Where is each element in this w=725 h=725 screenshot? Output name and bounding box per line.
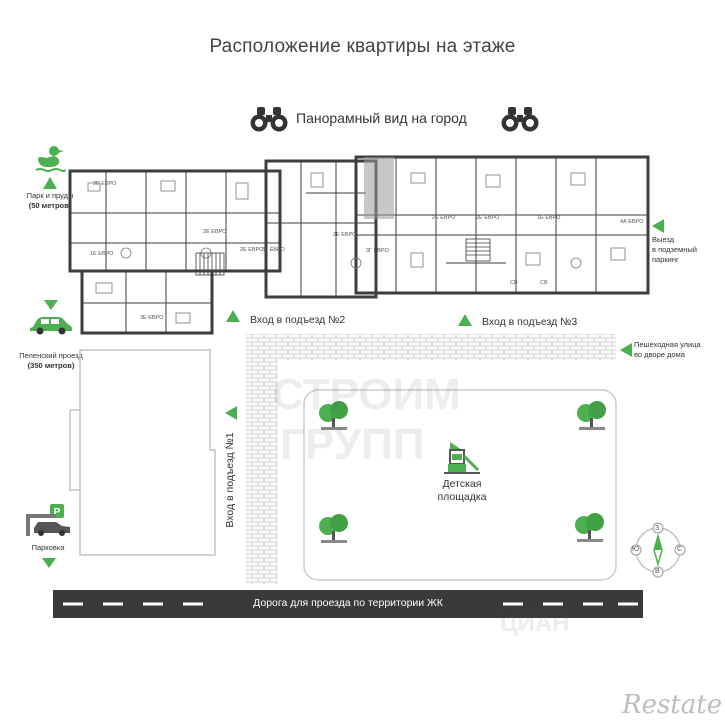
unit-label: 3Г ЕВРО (262, 247, 285, 253)
panorama-label: Панорамный вид на город (296, 110, 467, 126)
park-label-line1: Парк и пруды (26, 191, 74, 200)
exit-label-line3: паркинг (652, 255, 679, 264)
playground-label: Детская площадка (402, 478, 522, 504)
park-label: Парк и пруды (50 метров) (14, 191, 86, 211)
parking-label: Парковка (31, 543, 65, 552)
road-side-label-line2: (350 метров) (27, 361, 75, 370)
road (53, 590, 643, 618)
unit-label: 2Е ЕВРО (203, 229, 227, 235)
unit-label: 1Е ЕВРО (537, 215, 561, 221)
unit-label: 3Г ЕВРО (366, 248, 389, 254)
tree-icon (575, 400, 609, 432)
tree-icon (317, 513, 351, 545)
page-title: Расположение квартиры на этаже (209, 36, 516, 57)
binoculars-icon (500, 105, 540, 133)
exit-label: Выезд в подземный паркинг (652, 235, 716, 265)
unit-label: 1Е ЕВРО (90, 251, 114, 257)
road-side-label-line1: Пеленский проезд (19, 351, 83, 360)
road-side-label: Пеленский проезд (350 метров) (6, 351, 96, 371)
exit-label-line1: Выезд (652, 235, 675, 244)
parked-car-icon (26, 512, 72, 538)
unit-label: 2Е ЕВРО (432, 215, 456, 221)
arrow-up-icon (226, 310, 240, 322)
arrow-left-icon (225, 406, 237, 420)
compass-west: Ю (632, 546, 640, 553)
brand-watermark: Restate (622, 690, 723, 720)
watermark-line2: ГРУПП (280, 420, 425, 469)
duck-icon (34, 144, 66, 174)
unit-label: 4А ЕВРО (620, 219, 644, 225)
compass-east: С (677, 546, 683, 553)
pedestrian-label-line1: Пешеходная улица (634, 340, 701, 349)
arrow-left-icon (620, 343, 632, 357)
pedestrian-label: Пешеходная улица во дворе дома (634, 340, 724, 360)
svg-text:P: P (54, 507, 61, 518)
compass-north: З (655, 525, 660, 532)
car-icon (30, 313, 72, 335)
unit-label: 2Е ЕВРО (476, 215, 500, 221)
arrow-down-icon (42, 558, 56, 568)
entrance-3-label: Вход в подъезд №3 (482, 316, 578, 328)
entrance-2-label: Вход в подъезд №2 (250, 314, 346, 326)
playground-label-line1: Детская (442, 478, 482, 490)
unit-label: 3Е ЕВРО (140, 315, 164, 321)
unit-label: СВ (510, 280, 518, 286)
pedestrian-label-line2: во дворе дома (634, 350, 685, 359)
road-label: Дорога для проезда по территории ЖК (253, 597, 443, 609)
site-plan (0, 330, 725, 590)
floor-plan (66, 153, 656, 343)
playground-label-line2: площадка (437, 491, 487, 503)
source-watermark: ЦИАН (500, 610, 570, 637)
compass-icon (628, 522, 688, 578)
arrow-up-icon (43, 177, 57, 189)
watermark-line1: СТРОИМ (272, 370, 461, 419)
unit-label: 2Е ЕВРО (333, 232, 357, 238)
tree-icon (573, 512, 607, 544)
playground-icon (442, 440, 482, 476)
unit-label: 2Е ЕВРО (93, 181, 117, 187)
unit-label: 2Е ЕВРО (240, 247, 264, 253)
unit-label: СВ (540, 280, 548, 286)
tree-icon (317, 400, 351, 432)
park-label-line2: (50 метров) (28, 201, 72, 210)
exit-label-line2: в подземный (652, 245, 697, 254)
arrow-down-icon (44, 300, 58, 310)
compass-south: В (655, 568, 660, 575)
arrow-up-icon (458, 314, 472, 326)
binoculars-icon (249, 105, 289, 133)
arrow-left-icon (652, 219, 664, 233)
